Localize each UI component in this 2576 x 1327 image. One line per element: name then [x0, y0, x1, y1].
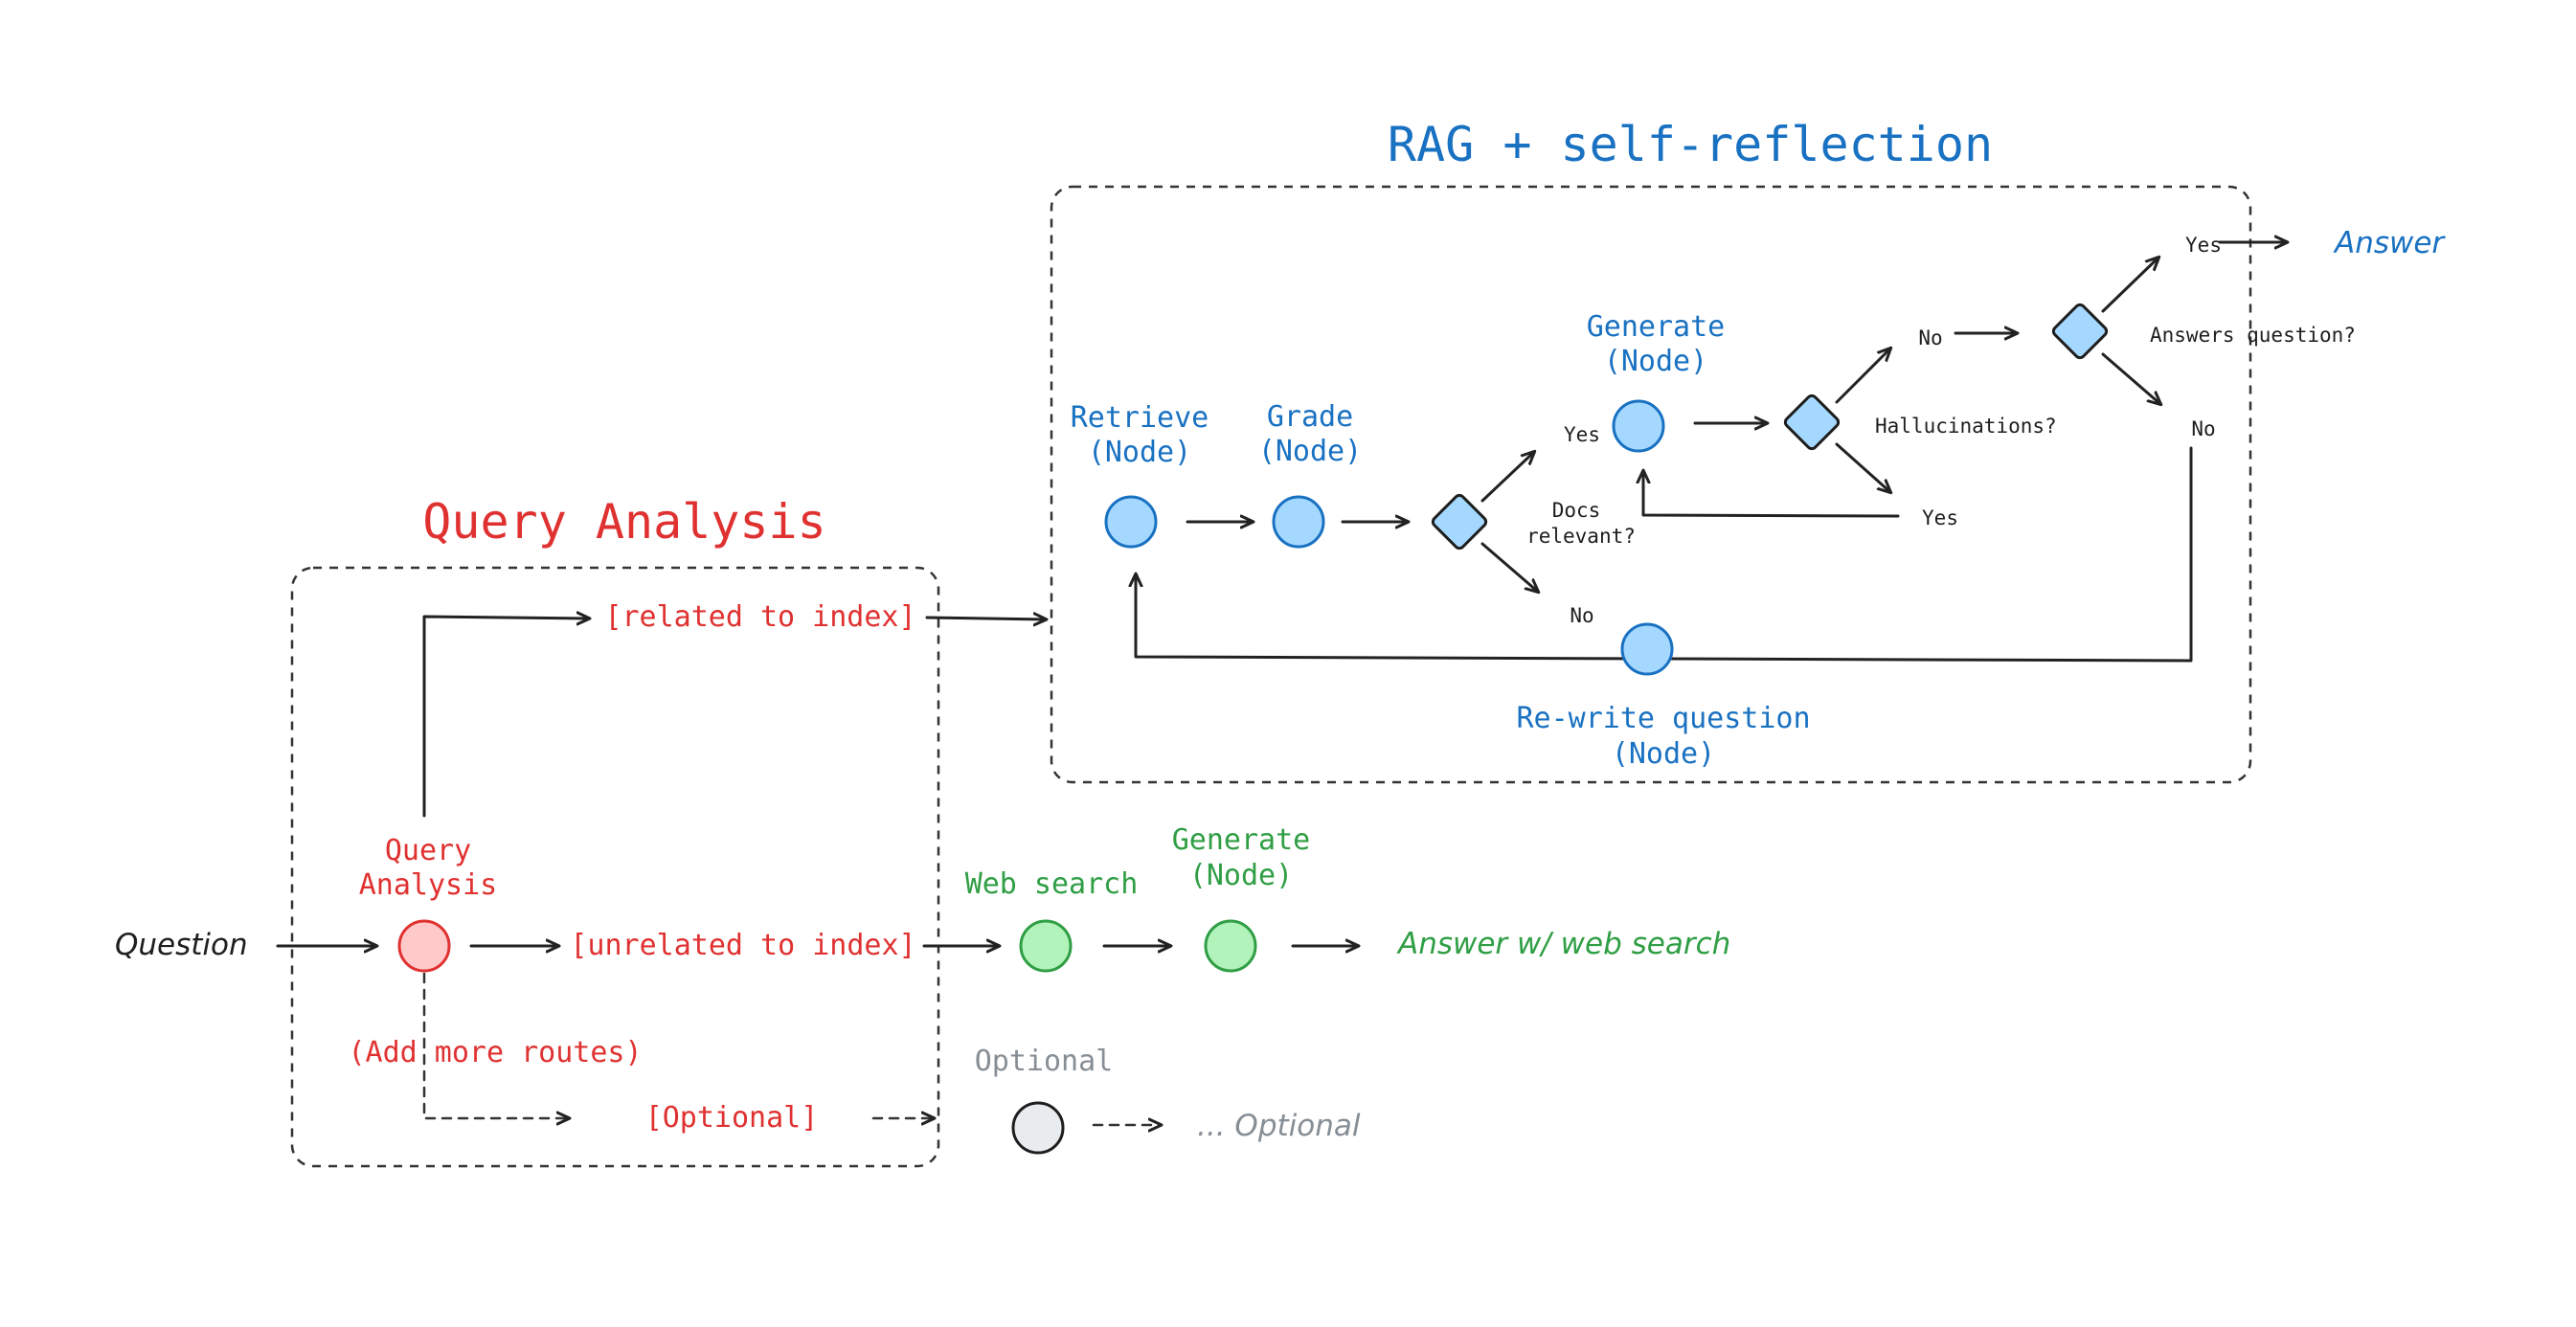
arrow-docs-relevant-yes: [1480, 452, 1534, 503]
retrieve-label-line2: (Node): [1088, 436, 1191, 469]
route-optional-label: [Optional]: [645, 1101, 819, 1135]
hallucinations-decision[interactable]: [1783, 394, 1841, 451]
rag-section-title: RAG + self-reflection: [1388, 117, 1993, 172]
rewrite-label-line2: (Node): [1612, 737, 1715, 771]
query-analysis-node[interactable]: [397, 919, 451, 973]
grade-label-line1: Grade: [1267, 400, 1353, 434]
docs-relevant-label-line1: Docs: [1552, 499, 1601, 522]
optional-node-label: Optional: [975, 1045, 1114, 1078]
retrieve-node[interactable]: [1104, 495, 1158, 549]
answers-no-label: No: [2191, 417, 2215, 440]
arrow-answers-question-no: [2101, 352, 2160, 404]
route-related-label: [related to index]: [604, 600, 915, 634]
arrow-answers-question-yes: [2101, 258, 2158, 313]
hallucinations-no-label: No: [1918, 326, 1942, 349]
grade-label-line2: (Node): [1258, 435, 1362, 468]
docs-yes-label: Yes: [1564, 423, 1600, 446]
answers-question-decision[interactable]: [2051, 303, 2109, 360]
arrow-hallucinations-yes-back-to-generate: [1643, 471, 1900, 518]
generate-label-line1: Generate: [1587, 310, 1726, 344]
hallucinations-yes-label: Yes: [1922, 506, 1958, 529]
query-analysis-section-title: Query Analysis: [422, 494, 825, 550]
query-analysis-section-box: [290, 566, 940, 1168]
docs-relevant-label-line2: relevant?: [1526, 525, 1636, 548]
generate-label-line2: (Node): [1604, 345, 1707, 378]
web-answer-label: Answer w/ web search: [1396, 927, 1730, 961]
web-search-label: Web search: [965, 867, 1139, 901]
web-generate-label-line1: Generate: [1172, 823, 1311, 857]
hallucinations-label: Hallucinations?: [1875, 415, 2057, 438]
retrieve-label-line1: Retrieve: [1071, 401, 1209, 435]
answers-yes-label: Yes: [2185, 234, 2222, 257]
optional-output-label: ... Optional: [1197, 1109, 1361, 1143]
web-generate-label-line2: (Node): [1189, 859, 1293, 892]
answers-question-label: Answers question?: [2150, 324, 2356, 347]
arrow-hallucinations-yes: [1835, 442, 1890, 492]
connector-query-analysis-up: [422, 617, 589, 818]
web-search-node[interactable]: [1019, 919, 1073, 973]
add-more-routes-label: (Add more routes): [348, 1036, 642, 1069]
answer-label: Answer: [2333, 226, 2446, 260]
arrow-docs-relevant-no: [1480, 542, 1538, 592]
question-input-label: Question: [115, 928, 248, 962]
docs-no-label: No: [1570, 604, 1593, 627]
rewrite-label-line1: Re-write question: [1516, 702, 1810, 735]
rewrite-question-node[interactable]: [1620, 622, 1674, 676]
grade-node[interactable]: [1272, 495, 1325, 549]
rag-section-box: [1050, 185, 2252, 784]
docs-relevant-decision[interactable]: [1431, 493, 1488, 551]
arrow-related-to-rag: [925, 618, 1046, 619]
optional-node[interactable]: [1011, 1101, 1065, 1155]
arrow-hallucinations-no: [1835, 349, 1890, 404]
query-analysis-node-label-line1: Query: [385, 834, 471, 867]
query-analysis-node-label-line2: Analysis: [359, 868, 498, 902]
generate-node[interactable]: [1612, 399, 1665, 453]
web-generate-node[interactable]: [1204, 919, 1257, 973]
dashed-connector-add-routes: [422, 972, 569, 1118]
route-unrelated-label: [unrelated to index]: [570, 929, 915, 962]
